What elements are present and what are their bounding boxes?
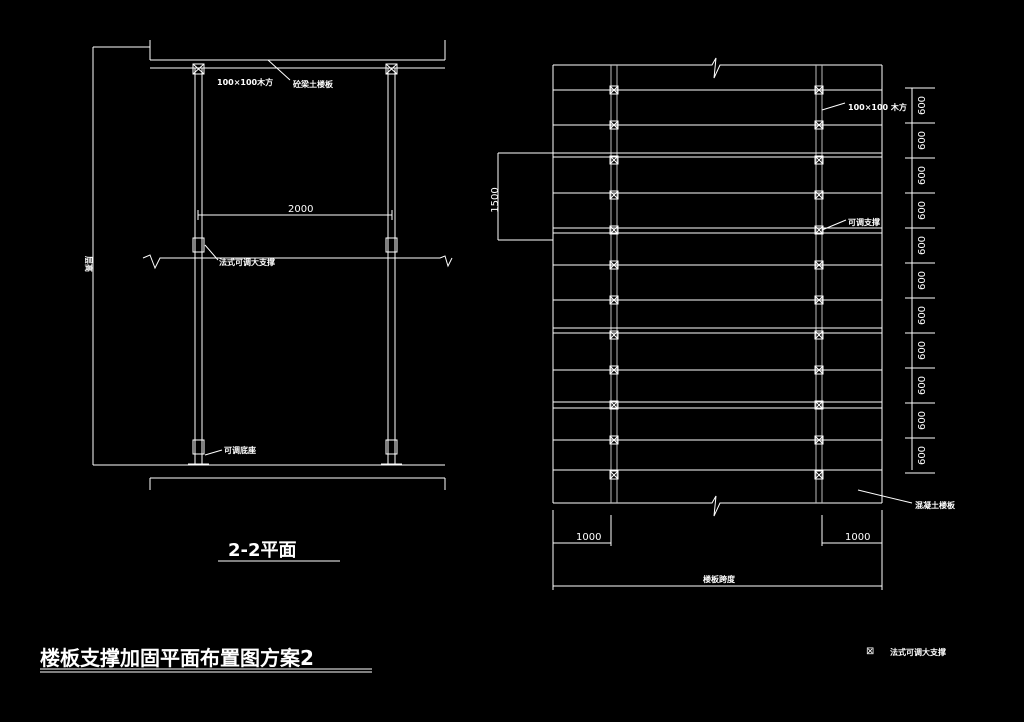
left-height-label: 层高 [84, 255, 94, 272]
left-slab-label: 砼梁土楼板 [293, 79, 334, 89]
legend-symbol: ⊠ [866, 646, 874, 657]
brace-symbol-cross [814, 190, 824, 200]
brace-symbol [609, 400, 619, 410]
right-brace-label: 可调支撑 [848, 217, 880, 227]
brace-symbol [609, 85, 619, 95]
brace-symbol-cross [814, 225, 824, 235]
right-1500-label: 1500 [490, 187, 501, 212]
brace-symbol-cross [609, 435, 619, 445]
brace-symbol [814, 470, 824, 480]
brace-symbol [609, 120, 619, 130]
spacing-label: 600 [917, 236, 928, 255]
brace-symbol-cross [814, 435, 824, 445]
left-timber-label: 100×100木方 [217, 77, 273, 87]
brace-symbol-cross [609, 190, 619, 200]
spacing-label: 600 [917, 96, 928, 115]
dim-right-1000: 1000 [845, 532, 870, 543]
brace-symbol-cross [609, 365, 619, 375]
brace-symbol-cross [814, 260, 824, 270]
brace-symbol [814, 435, 824, 445]
plan-joist-rows [553, 85, 882, 480]
brace-symbol [609, 260, 619, 270]
brace-symbol [609, 155, 619, 165]
brace-symbol [609, 225, 619, 235]
brace-symbol-cross [814, 85, 824, 95]
brace-symbol [609, 295, 619, 305]
dim-total-label: 楼板跨度 [703, 574, 736, 584]
brace-symbol-cross [609, 470, 619, 480]
brace-symbol [814, 155, 824, 165]
brace-symbol-cross [609, 260, 619, 270]
brace-symbol-cross [609, 225, 619, 235]
brace-symbol-cross [814, 365, 824, 375]
right-timber-label: 100×100 木方 [848, 102, 907, 112]
spacing-label: 600 [917, 446, 928, 465]
spacing-label: 600 [917, 341, 928, 360]
right-plan [497, 57, 913, 590]
brace-symbol-cross [814, 155, 824, 165]
brace-symbol-cross [609, 120, 619, 130]
spacing-label: 600 [917, 271, 928, 290]
legend-text: 法式可调大支撑 [890, 647, 946, 657]
brace-symbol [814, 120, 824, 130]
brace-symbol-cross [609, 85, 619, 95]
brace-symbol [814, 85, 824, 95]
left-brace-label: 法式可调大支撑 [219, 257, 275, 267]
section-caption: 2-2平面 [228, 540, 297, 561]
left-span-label: 2000 [288, 204, 313, 215]
brace-symbol [609, 470, 619, 480]
brace-symbol-cross [609, 295, 619, 305]
spacing-label: 600 [917, 201, 928, 220]
drawing-title: 楼板支撑加固平面布置图方案2 [40, 646, 314, 670]
spacing-label: 600 [917, 306, 928, 325]
brace-symbol [609, 330, 619, 340]
spacing-label: 600 [917, 376, 928, 395]
right-slab-label: 混凝土楼板 [915, 500, 956, 510]
brace-symbol [609, 190, 619, 200]
brace-symbol-cross [814, 295, 824, 305]
brace-symbol-cross [814, 330, 824, 340]
brace-symbol-cross [609, 400, 619, 410]
spacing-label: 600 [917, 411, 928, 430]
dim-left-1000: 1000 [576, 532, 601, 543]
brace-symbol-cross [814, 120, 824, 130]
brace-symbol [814, 225, 824, 235]
brace-symbol [814, 190, 824, 200]
brace-symbol [814, 365, 824, 375]
spacing-label: 600 [917, 166, 928, 185]
brace-symbol-cross [814, 400, 824, 410]
brace-symbol [814, 330, 824, 340]
brace-symbol [814, 260, 824, 270]
brace-symbol-cross [814, 470, 824, 480]
brace-symbol [814, 400, 824, 410]
brace-symbol [609, 435, 619, 445]
brace-symbol-cross [609, 155, 619, 165]
spacing-ticks: 600 600 600 600 600 600 600 600 600 600 600 [905, 87, 935, 474]
left-elevation [92, 40, 453, 490]
left-base-label: 可调底座 [224, 445, 256, 455]
brace-symbol-cross [609, 330, 619, 340]
brace-symbol [609, 365, 619, 375]
brace-symbol [814, 295, 824, 305]
spacing-label: 600 [917, 131, 928, 150]
